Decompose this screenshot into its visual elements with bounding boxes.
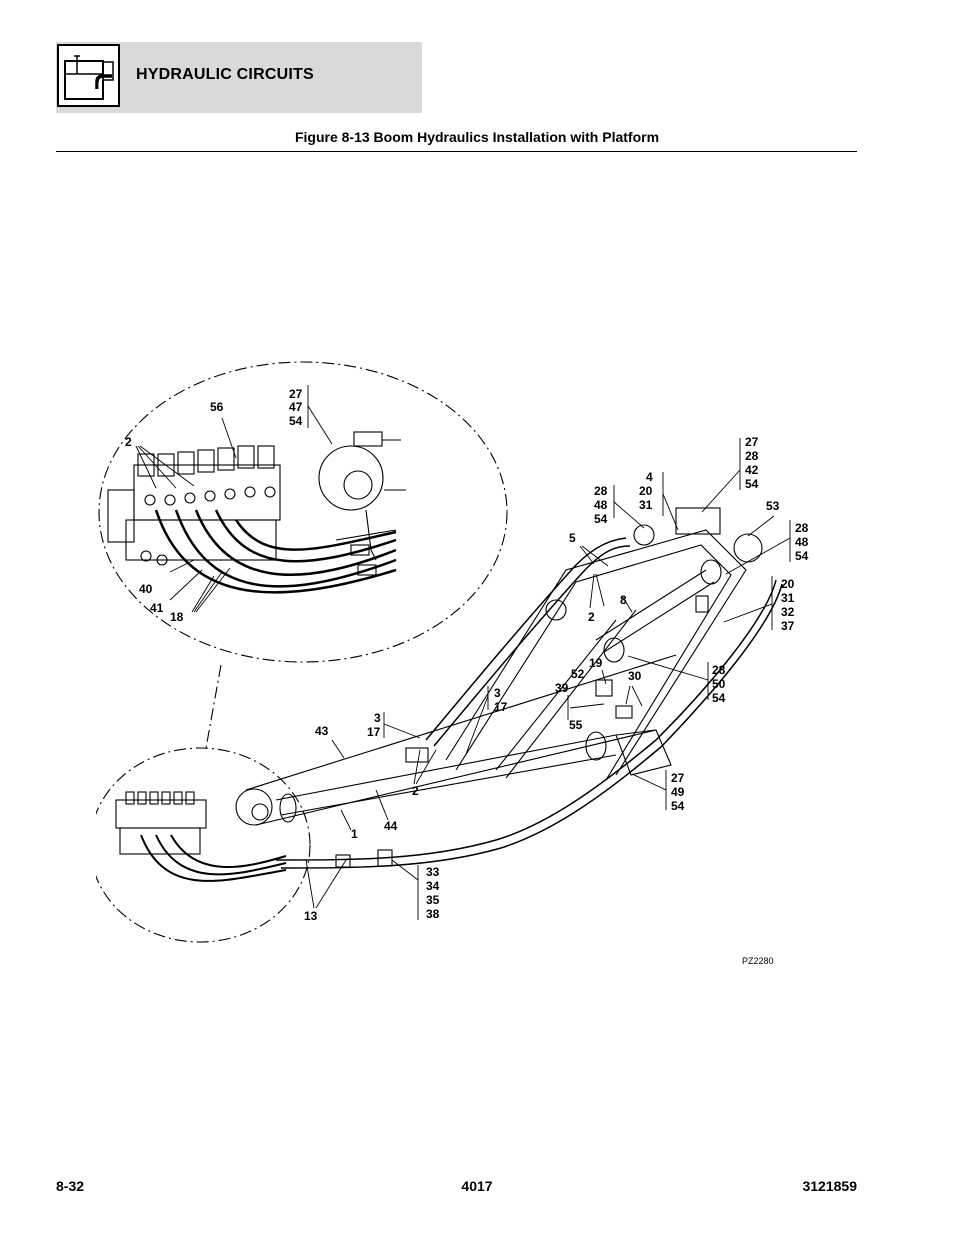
callout-2-mid: 2 bbox=[588, 610, 595, 624]
hydraulic-reservoir-icon bbox=[57, 44, 120, 107]
callout-34: 34 bbox=[426, 879, 440, 893]
callout-3-a: 3 bbox=[494, 686, 501, 700]
callout-54-d: 54 bbox=[795, 549, 809, 563]
detail-circle-valve-bottom bbox=[96, 747, 311, 943]
callout-41: 41 bbox=[150, 601, 164, 615]
callout-54-c: 54 bbox=[594, 512, 608, 526]
callout-3-b: 3 bbox=[374, 711, 381, 725]
callout-38: 38 bbox=[426, 907, 440, 921]
callout-54-f: 54 bbox=[712, 691, 726, 705]
callout-31-e: 31 bbox=[781, 591, 795, 605]
callout-30: 30 bbox=[628, 669, 642, 683]
control-valve-bank-detail bbox=[107, 431, 406, 594]
model-number: 4017 bbox=[461, 1178, 493, 1194]
callout-52: 52 bbox=[571, 667, 585, 681]
callout-27: 27 bbox=[289, 387, 303, 401]
header-rule bbox=[56, 151, 857, 152]
detail-circle-valve-top bbox=[98, 361, 508, 663]
callout-17-a: 17 bbox=[494, 700, 508, 714]
callout-54: 54 bbox=[289, 414, 303, 428]
callout-4: 4 bbox=[646, 470, 653, 484]
callout-48-c: 48 bbox=[594, 498, 608, 512]
callout-1: 1 bbox=[351, 827, 358, 841]
callout-28-f: 28 bbox=[712, 663, 726, 677]
callout-28-d: 28 bbox=[795, 521, 809, 535]
boom-assembly bbox=[245, 507, 783, 869]
callout-28-c: 28 bbox=[594, 484, 608, 498]
callout-19: 19 bbox=[589, 656, 603, 670]
callout-27-g: 27 bbox=[671, 771, 685, 785]
callout-39: 39 bbox=[555, 681, 569, 695]
control-valve-bank-detail-small bbox=[115, 788, 287, 882]
callout-50: 50 bbox=[712, 677, 726, 691]
callout-44: 44 bbox=[384, 819, 398, 833]
callout-8: 8 bbox=[620, 593, 627, 607]
section-title: HYDRAULIC CIRCUITS bbox=[136, 66, 314, 83]
callout-35: 35 bbox=[426, 893, 440, 907]
callout-20: 20 bbox=[639, 484, 653, 498]
page-number: 8-32 bbox=[56, 1178, 85, 1194]
callout-5: 5 bbox=[569, 531, 576, 545]
callout-2-valve: 2 bbox=[125, 435, 132, 449]
callout-53: 53 bbox=[766, 499, 780, 513]
callout-33: 33 bbox=[426, 865, 440, 879]
callout-47: 47 bbox=[289, 400, 303, 414]
callout-27-b: 27 bbox=[745, 435, 759, 449]
drawing-reference: PZ2280 bbox=[742, 956, 774, 966]
callout-leader-lines bbox=[135, 385, 791, 920]
callout-18: 18 bbox=[170, 610, 184, 624]
callout-28-b: 28 bbox=[745, 449, 759, 463]
callout-54-b: 54 bbox=[745, 477, 759, 491]
callout-40: 40 bbox=[139, 582, 153, 596]
callout-56: 56 bbox=[210, 400, 224, 414]
callout-31: 31 bbox=[639, 498, 653, 512]
callout-55: 55 bbox=[569, 718, 583, 732]
callout-49: 49 bbox=[671, 785, 685, 799]
callout-54-g: 54 bbox=[671, 799, 685, 813]
detail-leader-line bbox=[205, 664, 222, 749]
manual-number: 3121859 bbox=[802, 1178, 857, 1194]
callout-32: 32 bbox=[781, 605, 795, 619]
callout-37: 37 bbox=[781, 619, 795, 633]
callout-13: 13 bbox=[304, 909, 318, 923]
figure-caption: Figure 8-13 Boom Hydraulics Installation… bbox=[294, 129, 660, 145]
callout-20-e: 20 bbox=[781, 577, 795, 591]
callout-42: 42 bbox=[745, 463, 759, 477]
callout-17-b: 17 bbox=[367, 725, 381, 739]
callout-48-d: 48 bbox=[795, 535, 809, 549]
boom-hydraulics-diagram: 56 27 47 54 2 40 41 18 27 28 42 54 4 20 … bbox=[96, 361, 809, 966]
callout-43: 43 bbox=[315, 724, 329, 738]
callout-2-bottom: 2 bbox=[412, 784, 419, 798]
